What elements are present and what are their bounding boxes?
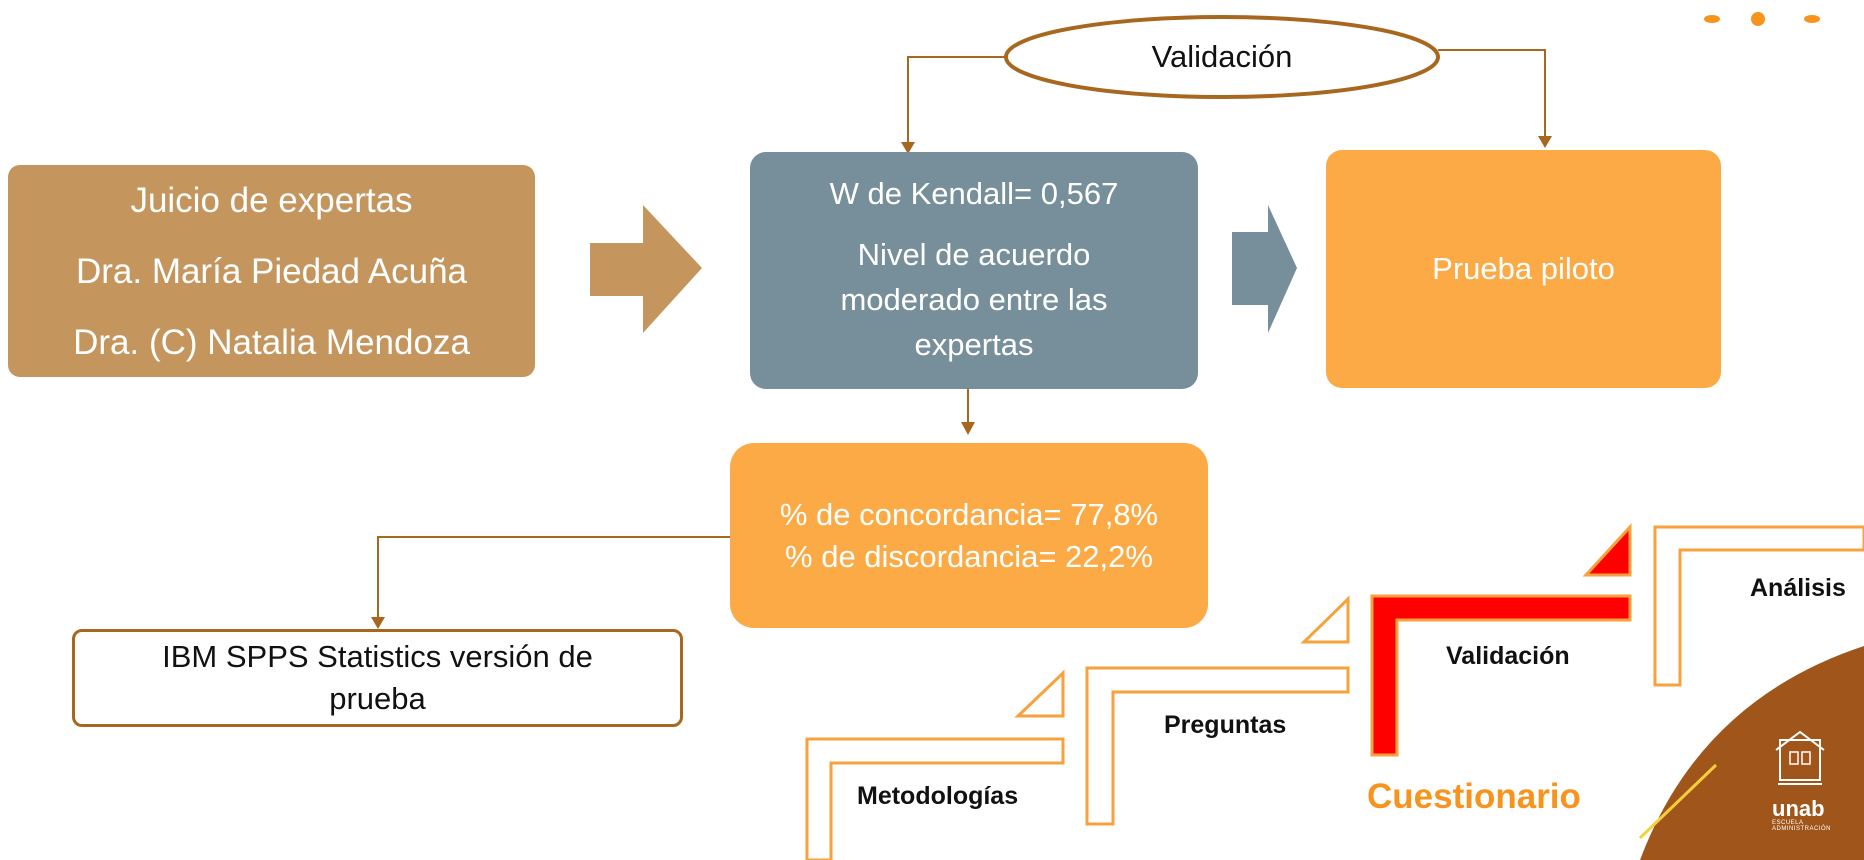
stair-step-4 xyxy=(1653,525,1864,687)
stair-label-validacion: Validación xyxy=(1446,642,1570,670)
software-label: IBM SPPS Statistics versión de prueba xyxy=(162,639,593,716)
kendall-box: W de Kendall= 0,567 Nivel de acuerdo mod… xyxy=(750,152,1198,389)
brand-corner-line xyxy=(1638,763,1718,840)
software-box: IBM SPPS Statistics versión de prueba xyxy=(72,629,683,727)
concordance-text: % de concordancia= 77,8% xyxy=(779,496,1159,532)
brand-corner-shape xyxy=(1640,646,1864,860)
stair-triangle-2 xyxy=(1300,595,1350,644)
decor-dots xyxy=(1704,12,1820,26)
experts-member-1: Dra. María Piedad Acuña xyxy=(75,251,468,291)
kendall-value: W de Kendall= 0,567 xyxy=(829,176,1119,211)
experts-member-2: Dra. (C) Natalia Mendoza xyxy=(73,322,470,362)
stair-step-2 xyxy=(1085,666,1350,826)
logo-subtext: ESCUELA ADMINISTRACIÓN xyxy=(1772,820,1832,832)
experts-box: Juicio de expertas Dra. María Piedad Acu… xyxy=(8,165,535,377)
stair-triangle-3 xyxy=(1582,523,1632,577)
validation-label: Validación xyxy=(1151,39,1293,74)
staircase xyxy=(805,523,1864,860)
stair-caption: Cuestionario xyxy=(1367,777,1581,816)
stair-label-preguntas: Preguntas xyxy=(1164,711,1287,739)
stair-step-1 xyxy=(805,737,1065,860)
agreement-box: % de concordancia= 77,8% % de discordanc… xyxy=(730,443,1208,628)
unab-logo xyxy=(1775,730,1825,785)
discordance-text: % de discordancia= 22,2% xyxy=(785,538,1153,574)
experts-title: Juicio de expertas xyxy=(130,180,413,220)
stair-step-3 xyxy=(1370,594,1632,757)
connector-arrowheads xyxy=(371,136,1552,629)
pilot-test-box: Prueba piloto xyxy=(1326,150,1721,388)
arrow-experts-to-kendall xyxy=(590,205,702,333)
connectors xyxy=(377,49,1546,623)
stair-label-metodologias: Metodologías xyxy=(857,782,1019,810)
kendall-interpretation: Nivel de acuerdo moderado entre las expe… xyxy=(840,237,1108,362)
stair-triangle-1 xyxy=(1014,669,1065,718)
logo-text: unab xyxy=(1772,796,1825,821)
stair-label-analisis: Análisis xyxy=(1750,574,1846,602)
arrow-kendall-to-pilot xyxy=(1232,205,1297,333)
pilot-test-label: Prueba piloto xyxy=(1432,251,1615,286)
